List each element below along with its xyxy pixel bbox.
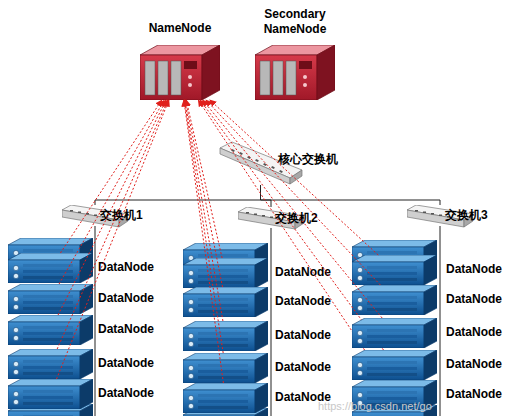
node-label: DataNode [98,260,154,275]
datanode-server: DataNode [8,379,93,409]
node-label: NameNode [130,21,230,36]
server-icon [140,45,220,100]
server-icon [255,45,335,100]
node-outline [352,285,437,315]
node-outline [352,350,437,380]
datanode-server: DataNode [8,253,93,283]
node-label: DataNode [446,357,502,372]
namenode-server: NameNode [140,45,220,100]
rack-cable [440,226,441,416]
server-icon [183,321,268,351]
node-outline [352,318,437,348]
datanode-server: DataNode [183,321,268,351]
heartbeat-link [210,100,378,255]
node-label: 交换机2 [275,211,318,226]
node-label: 交换机1 [100,208,143,223]
secondary-namenode-server: Secondary NameNode [255,45,335,100]
datanode-server: DataNode [183,353,268,383]
node-label: DataNode [275,265,331,280]
access-switch: 交换机3 [407,205,473,229]
server-icon [183,353,268,383]
core-switch: 核心交换机 [218,140,303,185]
server-icon [8,284,93,314]
node-outline [183,353,268,383]
datanode-server: DataNode [183,258,268,288]
node-label: DataNode [98,356,154,371]
rack-cable [271,228,272,416]
node-label: DataNode [446,387,502,402]
node-label: DataNode [275,360,331,375]
datanode-server: DataNode [8,349,93,379]
server-icon [8,253,93,283]
server-icon [8,379,93,409]
server-icon [352,350,437,380]
server-icon [352,285,437,315]
uplink-cable [261,185,441,205]
heartbeat-link [206,100,380,285]
datanode-server: DataNode [183,287,268,317]
node-outline [8,253,93,283]
node-outline [183,287,268,317]
node-outline [183,258,268,288]
node-label: DataNode [275,294,331,309]
server-icon [183,287,268,317]
node-outline [8,315,93,345]
uplink-cable [261,185,272,207]
node-label: 交换机3 [445,208,488,223]
server-icon [352,255,437,285]
node-label: DataNode [98,386,154,401]
node-outline [255,45,335,100]
node-outline [352,255,437,285]
node-label: DataNode [446,325,502,340]
node-label: DataNode [446,262,502,277]
datanode-server: DataNode [352,285,437,315]
server-icon [352,318,437,348]
server-icon [183,258,268,288]
node-label: DataNode [446,292,502,307]
node-label: DataNode [275,328,331,343]
node-outline [183,383,268,413]
server-icon [183,383,268,413]
node-outline [140,45,220,100]
watermark: https://blog.csdn.net/go [318,400,432,412]
server-icon [8,315,93,345]
node-outline [8,379,93,409]
node-label: 核心交换机 [278,152,338,167]
node-label: Secondary NameNode [245,7,345,37]
datanode-server: DataNode [352,318,437,348]
datanode-server: DataNode [8,315,93,345]
node-label: DataNode [98,291,154,306]
datanode-server: DataNode [352,350,437,380]
datanode-server: DataNode [183,383,268,413]
node-outline [8,284,93,314]
node-label: DataNode [98,322,154,337]
server-icon [8,349,93,379]
node-outline [8,349,93,379]
datanode-server: DataNode [352,255,437,285]
access-switch: 交换机2 [238,207,304,231]
uplink-cable [95,185,261,205]
datanode-server: DataNode [8,284,93,314]
heartbeat-link [186,100,222,258]
node-outline [183,321,268,351]
heartbeat-link [60,100,161,253]
access-switch: 交换机1 [62,205,128,229]
rack-cable [95,226,96,416]
